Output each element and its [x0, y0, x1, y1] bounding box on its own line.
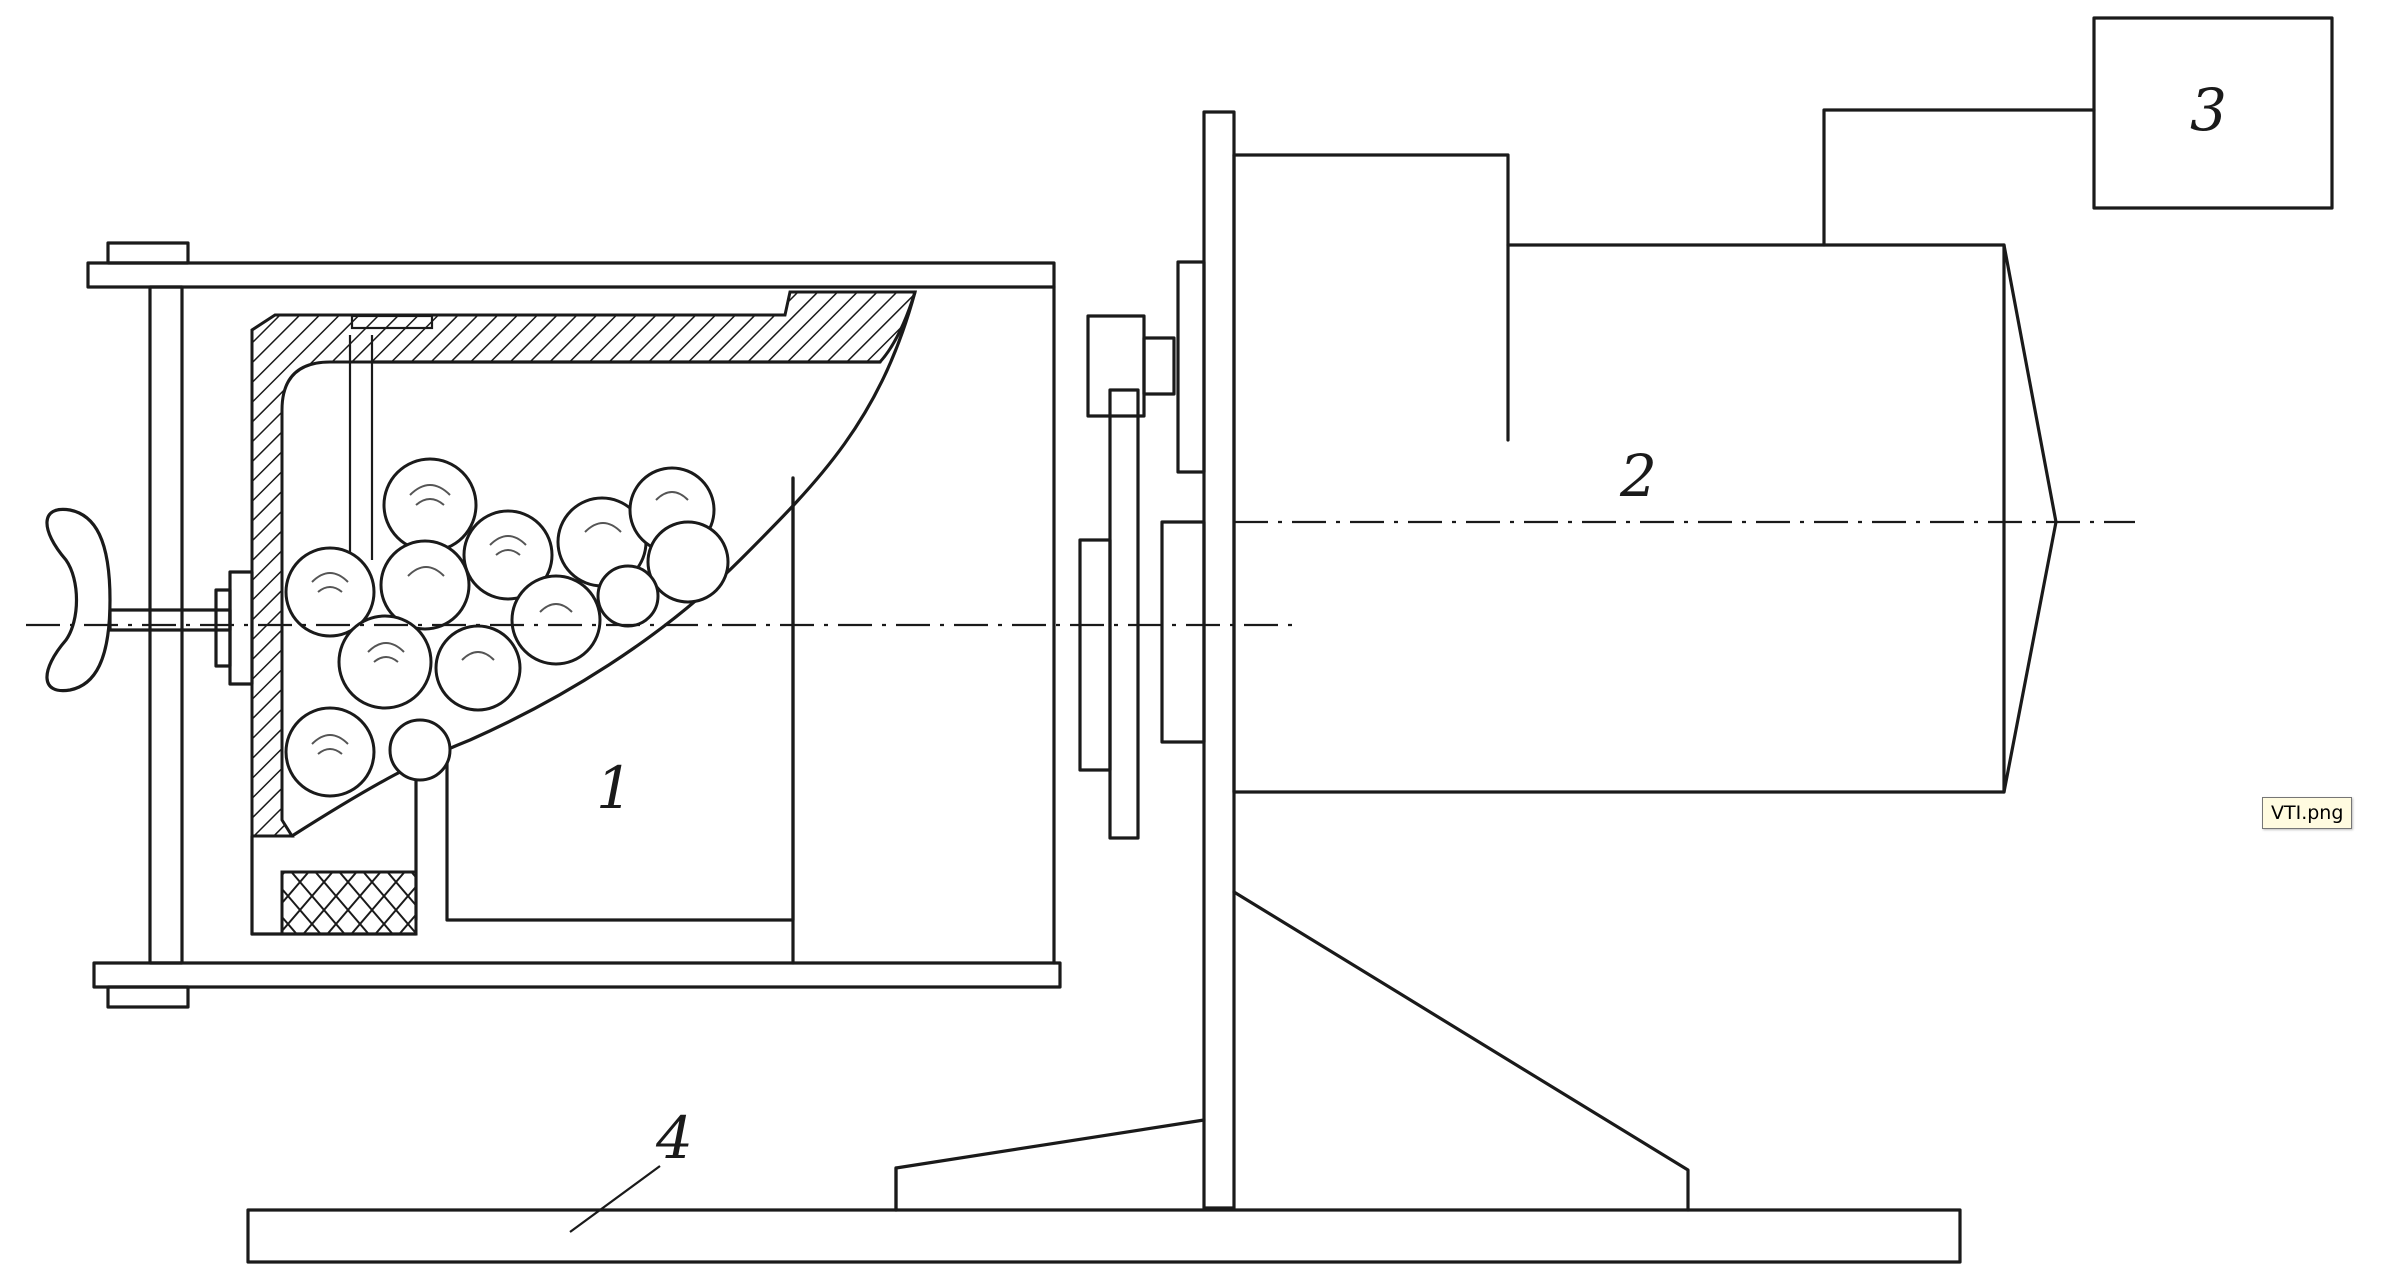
grinding-balls — [284, 457, 730, 798]
label-drum: 1 — [596, 754, 633, 822]
ball — [462, 509, 554, 601]
ball — [388, 718, 452, 782]
drum-container — [86, 241, 1062, 1009]
base-plate — [246, 890, 1962, 1264]
ball — [510, 574, 602, 666]
label-control-unit: 3 — [2190, 76, 2227, 144]
ball — [379, 539, 471, 631]
control-unit — [1822, 16, 2334, 247]
coupling — [1078, 260, 1206, 840]
ball — [382, 457, 478, 553]
ball — [434, 624, 522, 712]
label-motor: 2 — [1619, 442, 1657, 510]
wing-nut — [45, 507, 254, 693]
ball — [284, 546, 376, 638]
filename-tooltip: VTI.png — [2262, 797, 2353, 829]
support-plate — [1202, 110, 1236, 1210]
motor — [1232, 153, 2058, 794]
center-lines — [26, 520, 2135, 627]
label-base: 4 — [655, 1104, 693, 1172]
ball — [596, 564, 660, 628]
ball — [284, 706, 376, 798]
mesh-insert — [250, 834, 418, 936]
ball — [646, 520, 730, 604]
ball — [337, 614, 433, 710]
